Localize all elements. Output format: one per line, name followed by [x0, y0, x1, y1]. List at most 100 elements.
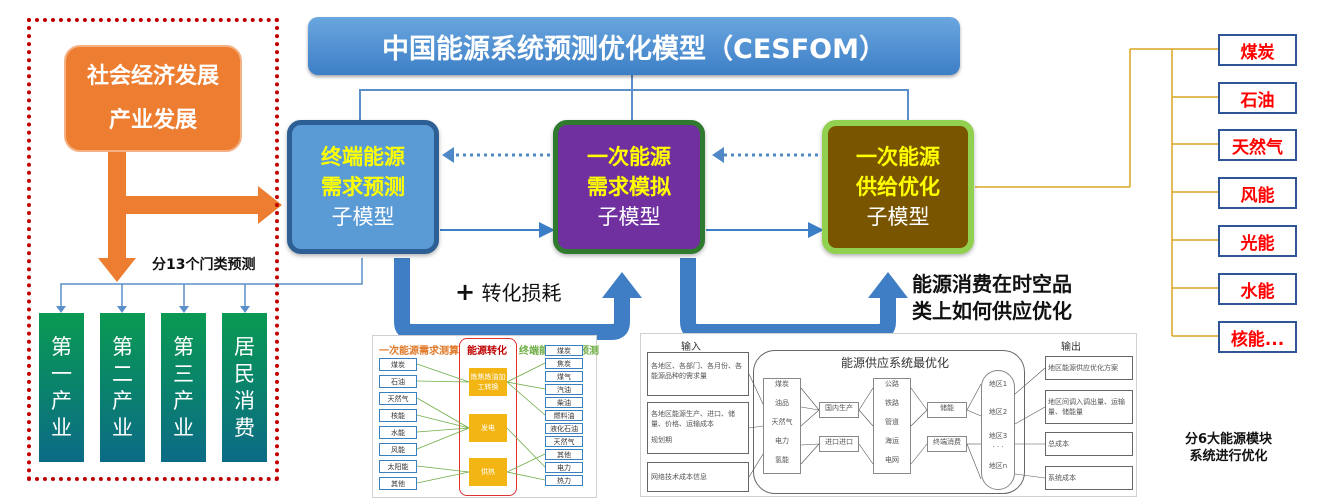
- energy-solar: 光能: [1218, 225, 1297, 257]
- thumb-left-item: 天然气: [379, 392, 417, 405]
- conversion-loss-label: + 转化损耗: [455, 277, 561, 306]
- sector-residential: 居 民 消 费: [222, 313, 267, 462]
- thumb2-in-text: 各地区、各部门、各月份、各能源品种的需求量: [651, 362, 742, 380]
- social-economy-box: 社会经济发展 产业发展: [64, 45, 242, 152]
- thumb2-out-box: 系统成本: [1045, 466, 1133, 490]
- sector-char: 业: [112, 415, 133, 440]
- sector-char: 三: [173, 361, 194, 386]
- u-arrow-1: [394, 258, 642, 340]
- thumb-right-item: 煤炭: [545, 345, 583, 356]
- sector-char: 民: [234, 361, 255, 386]
- supply-optimization-thumbnail: 输入 能源供应系统最优化 输出 各地区、各部门、各月份、各能源品种的需求量 各地…: [640, 333, 1137, 497]
- thumb2-transport: 海运: [885, 437, 899, 445]
- model-title-bar: 中国能源系统预测优化模型（CESFOM）: [308, 17, 960, 75]
- sector-char: 产: [112, 388, 133, 413]
- sector-char: 产: [51, 388, 72, 413]
- conversion-frame: [459, 338, 517, 496]
- thumb2-dots: · · ·: [992, 443, 1004, 451]
- thumb2-region: 地区2: [988, 408, 1008, 416]
- social-line-2: 产业发展: [108, 107, 197, 133]
- six-modules-line-1: 分6大能源模块: [1185, 432, 1273, 447]
- thumb-left-item: 石油: [379, 375, 417, 388]
- primary-demand-model: 一次能源 需求模拟 子模型: [553, 120, 705, 254]
- thumb-col-mid: 能源转化: [467, 346, 507, 357]
- plus-icon: +: [455, 278, 476, 306]
- thumb2-process: 进口进口: [819, 436, 859, 452]
- thumb2-out-box: 地区能源供应优化方案: [1045, 356, 1133, 380]
- model-line-1: 一次能源: [587, 145, 671, 169]
- energy-oil: 石油: [1218, 82, 1297, 114]
- thumb-right-item: 汽油: [545, 384, 583, 395]
- sector-char: 产: [173, 388, 194, 413]
- thumb-col-left: 一次能源需求测算: [379, 346, 459, 357]
- u-arrow-2: [680, 258, 908, 340]
- sector-count-label: 分13个门类预测: [152, 257, 256, 273]
- thumb-left-item: 其他: [379, 477, 417, 490]
- sector-char: 业: [51, 415, 72, 440]
- thumb2-process2: 储能: [927, 402, 967, 418]
- model-line-2: 需求模拟: [587, 175, 671, 199]
- sector-char: 居: [234, 334, 255, 359]
- sector-char: 费: [234, 415, 255, 440]
- thumb2-energy: 电力: [775, 437, 789, 445]
- thumb-left-item: 太阳能: [379, 460, 417, 473]
- thumb-right-item: 柴油: [545, 397, 583, 408]
- model-line-1: 一次能源: [856, 145, 940, 169]
- sector-char: 第: [112, 334, 133, 359]
- thumb2-in-box: 各地区能源生产、进口、储量、价格、运输成本 规划期: [647, 402, 749, 454]
- thumb-right-item: 液化石油: [545, 423, 583, 434]
- sector-char: 消: [234, 388, 255, 413]
- sector-char: 第: [173, 334, 194, 359]
- thumb2-in-text: 规划期: [651, 436, 672, 444]
- thumb-mid-item: 供热: [469, 458, 507, 486]
- thumb2-region: 地区n: [988, 462, 1008, 470]
- thumb2-energy: 煤炭: [775, 380, 789, 388]
- thumb-right-item: 热力: [545, 475, 583, 486]
- thumb2-energy: 油品: [775, 399, 789, 407]
- sector-char: 第: [51, 334, 72, 359]
- thumb2-process: 国内生产: [819, 402, 859, 418]
- thumb2-in-text: 网络技术成本信息: [651, 473, 707, 481]
- sector-primary: 第 一 产 业: [39, 313, 84, 462]
- sector-char: 一: [51, 361, 72, 386]
- social-line-1: 社会经济发展: [86, 63, 219, 89]
- supply-question-line-2: 类上如何供应优化: [912, 299, 1072, 323]
- thumb2-transport: 管道: [885, 418, 899, 426]
- thumb-links: [416, 362, 546, 484]
- thumb-right-item: 焦炭: [545, 358, 583, 369]
- thumb2-region: 地区1: [988, 380, 1008, 388]
- thumb2-region-col: 地区1 地区2 地区3 · · · 地区n: [981, 370, 1015, 490]
- thumb-right-item: 天然气: [545, 436, 583, 447]
- thumb2-process2: 终端消费: [927, 436, 967, 452]
- energy-wind: 风能: [1218, 177, 1297, 209]
- supply-question-line-1: 能源消费在时空品: [912, 272, 1072, 296]
- thumb2-title: 能源供应系统最优化: [841, 356, 950, 370]
- thumb2-transport-col: 公路 铁路 管道 海运 电网: [873, 378, 911, 474]
- thumb2-out-box: 总成本: [1045, 432, 1133, 456]
- thumb2-in-box: 各地区、各部门、各月份、各能源品种的需求量: [647, 352, 749, 396]
- terminal-demand-model: 终端能源 需求预测 子模型: [287, 120, 439, 254]
- thumb2-transport: 电网: [885, 456, 899, 464]
- thumb-right-item: 燃料油: [545, 410, 583, 421]
- orange-arrows: [98, 152, 282, 282]
- model-line-3: 子模型: [597, 205, 661, 229]
- energy-coal: 煤炭: [1218, 34, 1297, 66]
- sector-char: 业: [173, 415, 194, 440]
- thumb2-energy: 天然气: [771, 418, 793, 426]
- model-line-3: 子模型: [331, 205, 395, 229]
- thumb-right-item: 其他: [545, 449, 583, 460]
- thumb-left-item: 水能: [379, 426, 417, 439]
- demand-scope-frame: [27, 18, 279, 481]
- thumb2-in-box: 网络技术成本信息: [647, 462, 749, 492]
- thumb2-transport: 铁路: [885, 399, 899, 407]
- model-line-2: 供给优化: [856, 175, 940, 199]
- sector-char: 二: [112, 361, 133, 386]
- thumb-right-item: 电力: [545, 462, 583, 473]
- thumb-left-item: 核能: [379, 409, 417, 422]
- model-line-2: 需求预测: [321, 175, 405, 199]
- conversion-text: 转化损耗: [481, 281, 562, 305]
- thumb-mid-item: 发电: [469, 414, 507, 442]
- supply-question: 能源消费在时空品 类上如何供应优化: [912, 271, 1072, 325]
- title-connectors: [359, 75, 909, 120]
